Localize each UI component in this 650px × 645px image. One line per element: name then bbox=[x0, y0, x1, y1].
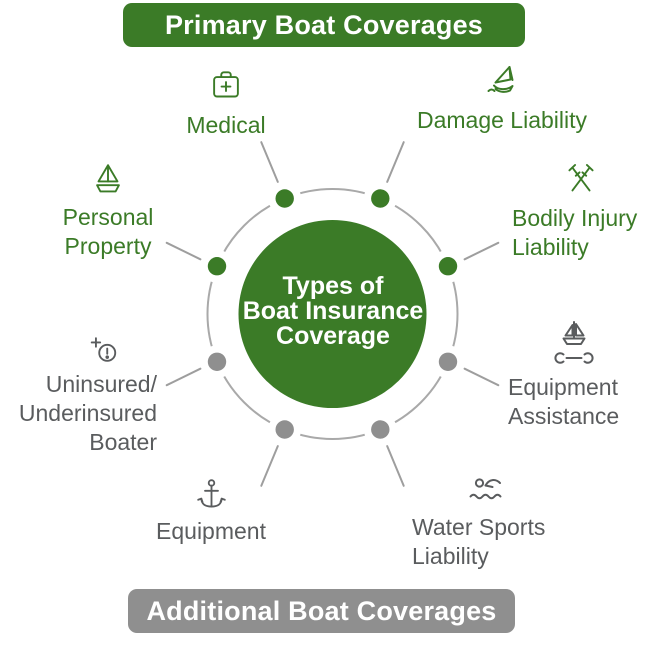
node-uninsured-boater: Uninsured/ Underinsured Boater bbox=[5, 334, 157, 457]
dot-equipment bbox=[268, 413, 302, 446]
connector-line-damage bbox=[386, 141, 405, 183]
center-circle bbox=[238, 220, 427, 408]
boat-repair-icon bbox=[554, 321, 594, 364]
wheel-dots bbox=[200, 182, 465, 446]
node-bodily-injury-liability-label: Bodily Injury Liability bbox=[512, 205, 638, 260]
anchor-icon bbox=[196, 479, 226, 508]
connector-lines bbox=[165, 141, 500, 487]
dot-watersports bbox=[363, 413, 397, 446]
capsized-boat-icon bbox=[487, 66, 514, 93]
swimmer-icon bbox=[469, 478, 502, 500]
connector-line-equip-assist bbox=[463, 367, 500, 387]
additional-coverages-banner: Additional Boat Coverages bbox=[128, 589, 515, 633]
dot-personal bbox=[200, 249, 234, 283]
dot-bodily bbox=[431, 249, 465, 283]
node-personal-property: Personal Property bbox=[38, 161, 178, 261]
sailboat-icon bbox=[96, 164, 120, 193]
connector-line-uninsured bbox=[165, 367, 202, 387]
connector-line-bodily bbox=[463, 241, 500, 261]
center-title: Types of Boat Insurance Coverage bbox=[242, 272, 424, 350]
node-personal-property-label: Personal Property bbox=[62, 204, 154, 259]
node-equipment-assistance: Equipment Assistance bbox=[508, 318, 640, 431]
medical-kit-icon bbox=[213, 71, 239, 98]
dot-uninsured bbox=[200, 345, 234, 379]
node-equipment-label: Equipment bbox=[156, 518, 266, 544]
connector-line-watersports bbox=[386, 445, 405, 487]
node-medical-label: Medical bbox=[186, 112, 266, 138]
crossed-crutches-icon bbox=[568, 164, 594, 192]
dot-damage bbox=[363, 182, 397, 215]
node-damage-liability: Damage Liability bbox=[402, 62, 602, 135]
dot-medical bbox=[268, 182, 302, 215]
node-medical: Medical bbox=[156, 68, 296, 140]
connector-line-medical bbox=[260, 141, 279, 183]
node-uninsured-boater-label: Uninsured/ Underinsured Boater bbox=[18, 371, 157, 455]
node-equipment-assistance-label: Equipment Assistance bbox=[508, 374, 620, 429]
node-water-sports-liability-label: Water Sports Liability bbox=[412, 514, 546, 569]
insurance-alert-icon bbox=[90, 337, 117, 362]
primary-coverages-banner: Primary Boat Coverages bbox=[123, 3, 525, 47]
dot-equip-assist bbox=[431, 345, 465, 379]
node-equipment: Equipment bbox=[141, 476, 281, 546]
wheel-ring bbox=[206, 188, 459, 440]
node-damage-liability-label: Damage Liability bbox=[416, 107, 588, 133]
node-bodily-injury-liability: Bodily Injury Liability bbox=[512, 161, 650, 262]
connector-line-personal bbox=[165, 241, 202, 261]
connector-line-equipment bbox=[260, 445, 279, 487]
node-water-sports-liability: Water Sports Liability bbox=[412, 474, 562, 571]
